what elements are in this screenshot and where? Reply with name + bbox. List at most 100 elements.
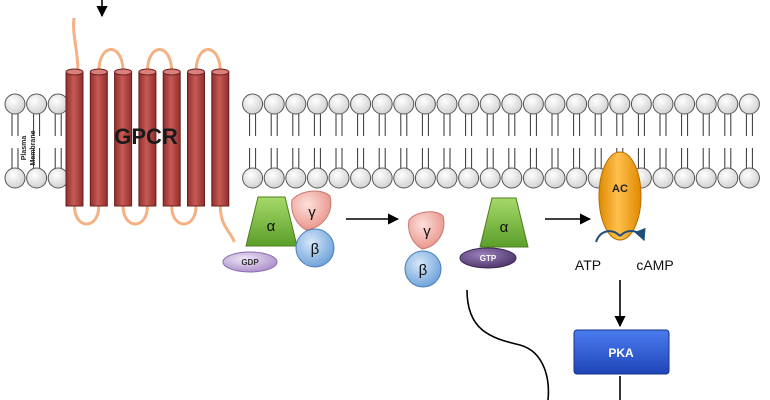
alpha-label-inactive: α — [267, 218, 276, 235]
alpha-gtp-complex: α GTP — [459, 197, 529, 269]
beta-subunit-free — [404, 250, 442, 288]
lipid-head — [393, 167, 415, 189]
lipid-head — [544, 93, 566, 115]
lipid-head — [695, 167, 717, 189]
lipid-head — [717, 167, 739, 189]
lipid-head — [479, 93, 501, 115]
camp-label: cAMP — [636, 257, 673, 273]
gpcr-loop — [194, 48, 222, 73]
lipid-head — [328, 93, 350, 115]
lipid-head — [350, 93, 372, 115]
gpcr-receptor: GPCR — [65, 17, 236, 243]
gpcr-helix-cap — [162, 68, 181, 76]
lipid-head — [695, 93, 717, 115]
gpcr-helices — [65, 68, 230, 207]
pka-box — [573, 329, 670, 375]
lipid-head — [522, 93, 544, 115]
ac-label: AC — [612, 183, 628, 195]
alpha-label-active: α — [500, 219, 509, 236]
lipid-head — [479, 167, 501, 189]
lipid-head — [566, 167, 588, 189]
lipid-head — [414, 167, 436, 189]
gamma-subunit-inactive — [291, 190, 332, 231]
gdp-molecule — [222, 251, 278, 273]
gpcr-helix — [187, 71, 205, 207]
gpcr-n-terminus — [72, 17, 80, 73]
beta-label-inactive: β — [311, 241, 320, 258]
lipid-head — [674, 93, 696, 115]
lipid-head — [306, 167, 328, 189]
camp-output-arc — [619, 227, 646, 242]
beta-gamma-dimer: γ β — [404, 211, 445, 288]
gpcr-loop — [73, 205, 101, 226]
gpcr-loop — [170, 205, 198, 226]
lipid-head — [414, 93, 436, 115]
lipid-head — [306, 93, 328, 115]
gpcr-loop — [145, 48, 174, 73]
lipid-head — [652, 167, 674, 189]
alpha-subunit-active — [479, 197, 529, 248]
lipid-head — [544, 167, 566, 189]
lipid-head — [26, 93, 48, 115]
gpcr-helix-cap — [211, 68, 230, 76]
gpcr-helix — [211, 71, 230, 207]
beta-subunit-inactive — [295, 228, 335, 268]
lipid-head — [738, 93, 760, 115]
gpcr-helix-cap — [65, 68, 84, 76]
lipid-head — [263, 167, 285, 189]
lipid-head — [371, 167, 393, 189]
beta-label-free: β — [419, 262, 428, 279]
atp-conversion-arc — [595, 230, 621, 243]
lipid-head — [285, 93, 307, 115]
lipid-head — [458, 93, 480, 115]
lipid-head — [263, 93, 285, 115]
membrane-label: Plasma Membrane — [21, 130, 37, 165]
gamma-subunit-free — [408, 211, 445, 250]
lipid-head — [285, 167, 307, 189]
gamma-label-free: γ — [423, 223, 431, 240]
membrane-label-line2: Membrane — [30, 130, 37, 165]
lipid-head — [674, 167, 696, 189]
lipid-head — [242, 93, 264, 115]
lipid-head — [566, 93, 588, 115]
lipid-head — [26, 167, 48, 189]
lipid-head — [630, 93, 652, 115]
gpcr-loops — [73, 48, 236, 243]
lipid-head — [738, 167, 760, 189]
lipid-head — [609, 93, 631, 115]
lipid-head — [393, 93, 415, 115]
lipid-head — [458, 167, 480, 189]
g-protein-inactive: α γ β GDP — [222, 190, 335, 273]
gpcr-helix — [65, 71, 84, 207]
gpcr-helix-cap — [187, 68, 205, 76]
gpcr-loop — [97, 48, 125, 73]
gamma-label-inactive: γ — [308, 204, 316, 221]
gpcr-helix-cap — [89, 68, 108, 76]
lipid-bilayer — [4, 93, 760, 189]
gpcr-c-terminus — [218, 205, 236, 243]
gpcr-label: GPCR — [114, 124, 178, 149]
lipid-head — [501, 167, 523, 189]
pka-kinase: PKA — [573, 329, 670, 375]
lipid-head — [4, 93, 26, 115]
lipid-head — [501, 93, 523, 115]
lipid-head — [350, 167, 372, 189]
lipid-head — [371, 93, 393, 115]
lipid-head — [652, 93, 674, 115]
lipid-head — [328, 167, 350, 189]
membrane-label-line1: Plasma — [21, 136, 28, 161]
lipid-head — [242, 167, 264, 189]
lipid-head — [47, 167, 69, 189]
gdp-label: GDP — [241, 258, 259, 267]
gpcr-helix-cap — [138, 68, 157, 76]
lipid-head — [436, 167, 458, 189]
atp-label: ATP — [575, 257, 601, 273]
gpcr-helix — [89, 71, 108, 207]
gtp-molecule — [459, 247, 517, 269]
lipid-head — [47, 93, 69, 115]
adenylyl-cyclase: AC ATP cAMP — [575, 151, 674, 273]
pka-label: PKA — [608, 346, 634, 360]
lipid-head — [4, 167, 26, 189]
gpcr-loop — [121, 205, 149, 226]
